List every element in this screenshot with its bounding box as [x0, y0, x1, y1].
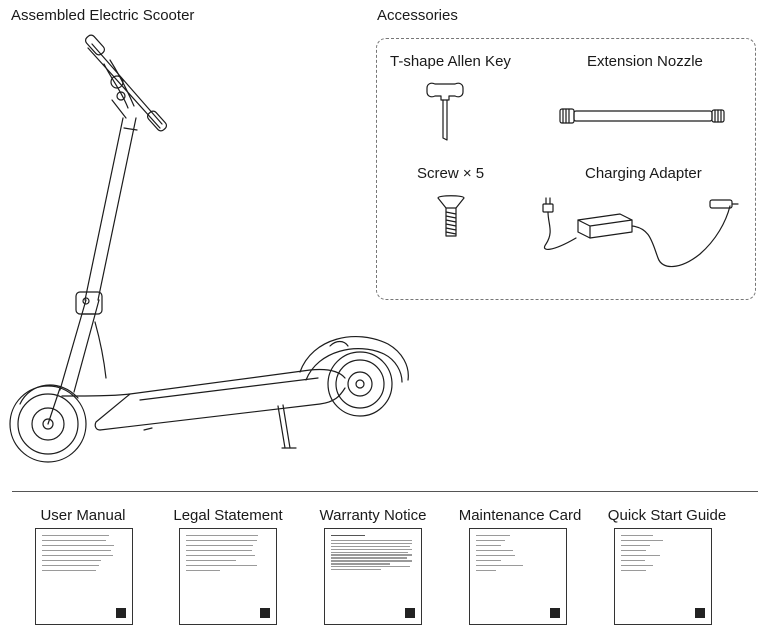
doc-booklet-user-manual — [35, 528, 133, 625]
extension-nozzle-icon — [559, 108, 725, 124]
doc-booklet-quick-start-guide — [614, 528, 712, 625]
doc-title-quick-start-guide: Quick Start Guide — [607, 507, 727, 524]
charging-adapter-icon — [542, 197, 739, 268]
mi-logo-icon — [116, 608, 126, 618]
mi-logo-icon — [550, 608, 560, 618]
doc-title-legal-statement: Legal Statement — [173, 507, 283, 524]
mi-logo-icon — [695, 608, 705, 618]
accessory-label-charging-adapter: Charging Adapter — [585, 165, 702, 182]
accessories-box — [376, 38, 756, 300]
accessories-title: Accessories — [377, 7, 458, 24]
doc-booklet-warranty-notice — [324, 528, 422, 625]
section-divider — [12, 491, 758, 492]
doc-title-user-manual: User Manual — [40, 507, 126, 524]
accessory-label-screw: Screw × 5 — [417, 165, 485, 182]
electric-scooter-illustration — [9, 34, 409, 463]
accessory-label-allen-key: T-shape Allen Key — [390, 53, 511, 70]
mi-logo-icon — [405, 608, 415, 618]
allen-key-icon — [426, 82, 464, 141]
mi-logo-icon — [260, 608, 270, 618]
scooter-title: Assembled Electric Scooter — [11, 7, 195, 24]
accessory-label-extension-nozzle: Extension Nozzle — [587, 53, 703, 70]
doc-booklet-legal-statement — [179, 528, 277, 625]
screw-icon — [437, 195, 465, 237]
doc-booklet-maintenance-card — [469, 528, 567, 625]
doc-title-warranty-notice: Warranty Notice — [319, 507, 427, 524]
doc-title-maintenance-card: Maintenance Card — [458, 507, 582, 524]
